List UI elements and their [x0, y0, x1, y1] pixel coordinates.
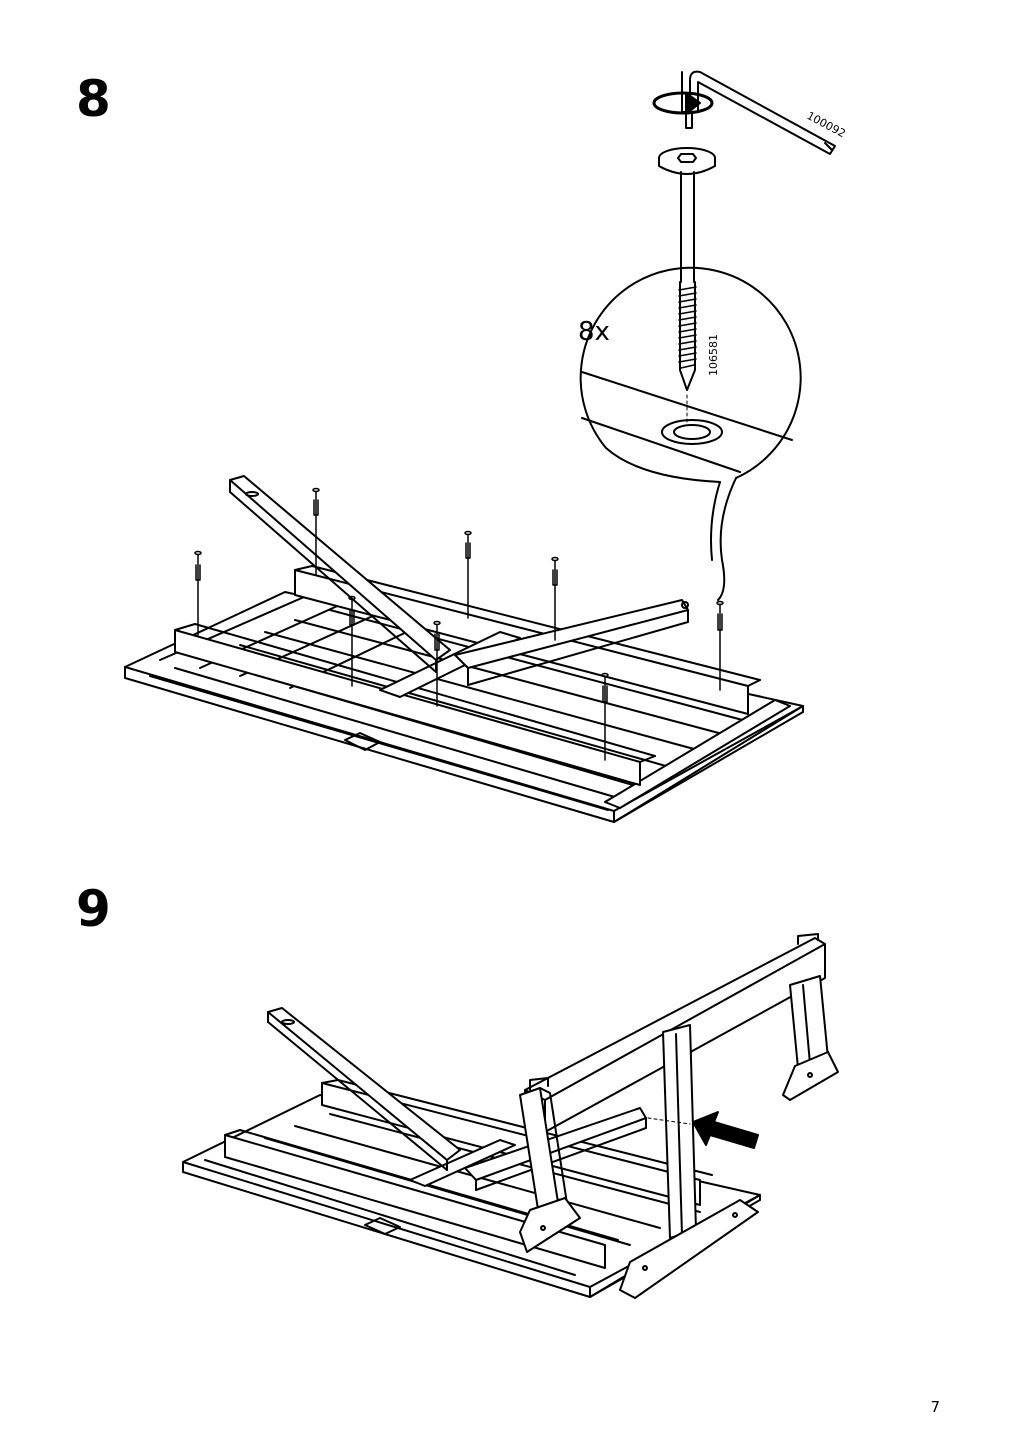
screw-icon — [551, 556, 559, 641]
insert-arrow-icon — [692, 1111, 759, 1149]
rotate-arrow-icon — [652, 91, 714, 115]
allen-key-icon: 100092 — [681, 70, 848, 155]
step-9-illustration — [182, 933, 839, 1299]
screw-part-number: 106581 — [707, 334, 720, 376]
brace-left — [229, 475, 451, 673]
screw-icon — [716, 600, 724, 691]
quantity-label: 8x — [578, 317, 610, 347]
screws-step-8 — [194, 487, 724, 761]
screw-icon — [464, 530, 472, 619]
table-top — [124, 565, 804, 823]
brace-right — [454, 599, 689, 686]
step-8-illustration: 100092 106581 — [124, 70, 848, 823]
screw-icon — [433, 620, 441, 707]
screw-icon — [348, 595, 356, 687]
brace-left — [267, 1007, 461, 1171]
trestle-frame — [519, 933, 839, 1299]
screw-icon — [601, 672, 609, 761]
page-number: 7 — [930, 1398, 940, 1416]
detail-magnifier — [579, 266, 802, 601]
screw-icon — [194, 550, 202, 636]
bolt-icon: 106581 — [658, 147, 720, 391]
step-number-8: 8 — [76, 70, 111, 128]
alignment-guide — [647, 1117, 691, 1125]
step-number-9: 9 — [76, 880, 111, 938]
screw-icon — [312, 487, 320, 576]
